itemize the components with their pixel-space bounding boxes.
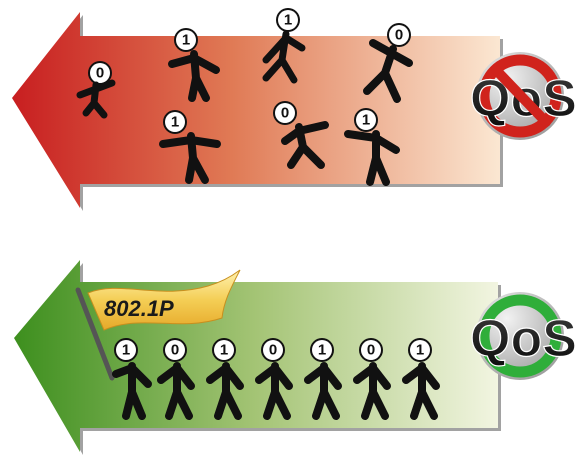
bit-label: 1 <box>122 342 130 359</box>
flag-label: 802.1P <box>104 296 174 321</box>
bottom-panel: 802.1P 1 0 1 0 1 0 <box>14 260 577 455</box>
top-panel: 0 1 1 0 1 0 1 <box>12 8 577 211</box>
bit-label: 0 <box>395 27 403 44</box>
bit-label: 0 <box>367 342 375 359</box>
bit-label: 1 <box>318 342 326 359</box>
bit-label: 1 <box>362 112 370 129</box>
bit-label: 1 <box>182 32 190 49</box>
bit-label: 0 <box>96 65 104 82</box>
bit-label: 0 <box>269 342 277 359</box>
bit-label: 1 <box>416 342 424 359</box>
bit-label: 1 <box>220 342 228 359</box>
bit-label: 1 <box>284 12 292 29</box>
qos-label: QoS <box>470 310 577 368</box>
bit-label: 1 <box>171 114 179 131</box>
bit-label: 0 <box>281 105 289 122</box>
bit-label: 0 <box>171 342 179 359</box>
